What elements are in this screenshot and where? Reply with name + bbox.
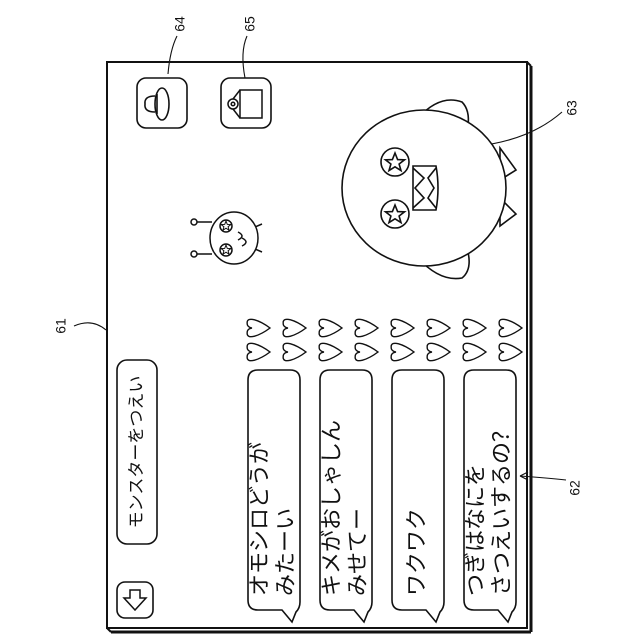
bubble-2-line-2: みせてー: [346, 508, 371, 596]
hearts: [247, 319, 522, 360]
heart-icon: [463, 343, 486, 360]
heart-icon: [247, 343, 270, 360]
heart-icon: [247, 319, 270, 336]
ref-61: 61: [53, 318, 69, 334]
leader-61: [74, 323, 106, 330]
small-monster: [191, 212, 262, 264]
bubble-3-line-1: ワクワク: [405, 508, 430, 596]
title-button-label: モンスターをつえい: [127, 376, 147, 529]
heart-icon: [283, 343, 306, 360]
bubble-4-line-2: さつえいするの？: [490, 420, 515, 596]
heart-icon: [355, 343, 378, 360]
speech-bubble-1: オモシロどうが みたーい: [248, 370, 300, 622]
ref-63: 63: [564, 100, 580, 116]
bubble-1-line-2: みたーい: [274, 508, 299, 596]
heart-icon: [463, 319, 486, 336]
leader-65: [243, 36, 247, 78]
heart-icon: [427, 319, 450, 336]
star-eye-top: [381, 148, 409, 176]
heart-icon: [283, 319, 306, 336]
heart-icon: [391, 343, 414, 360]
heart-icon: [499, 319, 522, 336]
bubble-1-line-1: オモシロどうが: [248, 442, 273, 596]
leader-64: [168, 36, 177, 74]
heart-icon: [499, 343, 522, 360]
bubble-2-line-1: キメがおしゃしん: [320, 420, 345, 596]
speech-bubble-2: キメがおしゃしん みせてー: [320, 370, 372, 622]
big-monster: [342, 100, 516, 279]
bubble-4-line-1: つぎはなにを: [464, 464, 489, 596]
hat-button[interactable]: [137, 78, 187, 128]
back-button[interactable]: [117, 582, 153, 618]
ref-64: 64: [172, 16, 188, 32]
heart-icon: [391, 319, 414, 336]
ref-62: 62: [567, 480, 583, 496]
heart-icon: [319, 343, 342, 360]
speech-bubbles: オモシロどうが みたーい キメがおしゃしん みせてー ワクワク つぎはなにを さ…: [248, 370, 516, 622]
heart-icon: [427, 343, 450, 360]
item-button[interactable]: [221, 78, 271, 128]
heart-icon: [355, 319, 378, 336]
speech-bubble-3: ワクワク: [392, 370, 444, 622]
ref-65: 65: [242, 16, 258, 32]
heart-icon: [319, 319, 342, 336]
star-eye-bottom: [381, 200, 409, 228]
leader-63: [478, 112, 562, 146]
title-button[interactable]: モンスターをつえい: [117, 360, 157, 544]
speech-bubble-4: つぎはなにを さつえいするの？: [464, 370, 516, 622]
